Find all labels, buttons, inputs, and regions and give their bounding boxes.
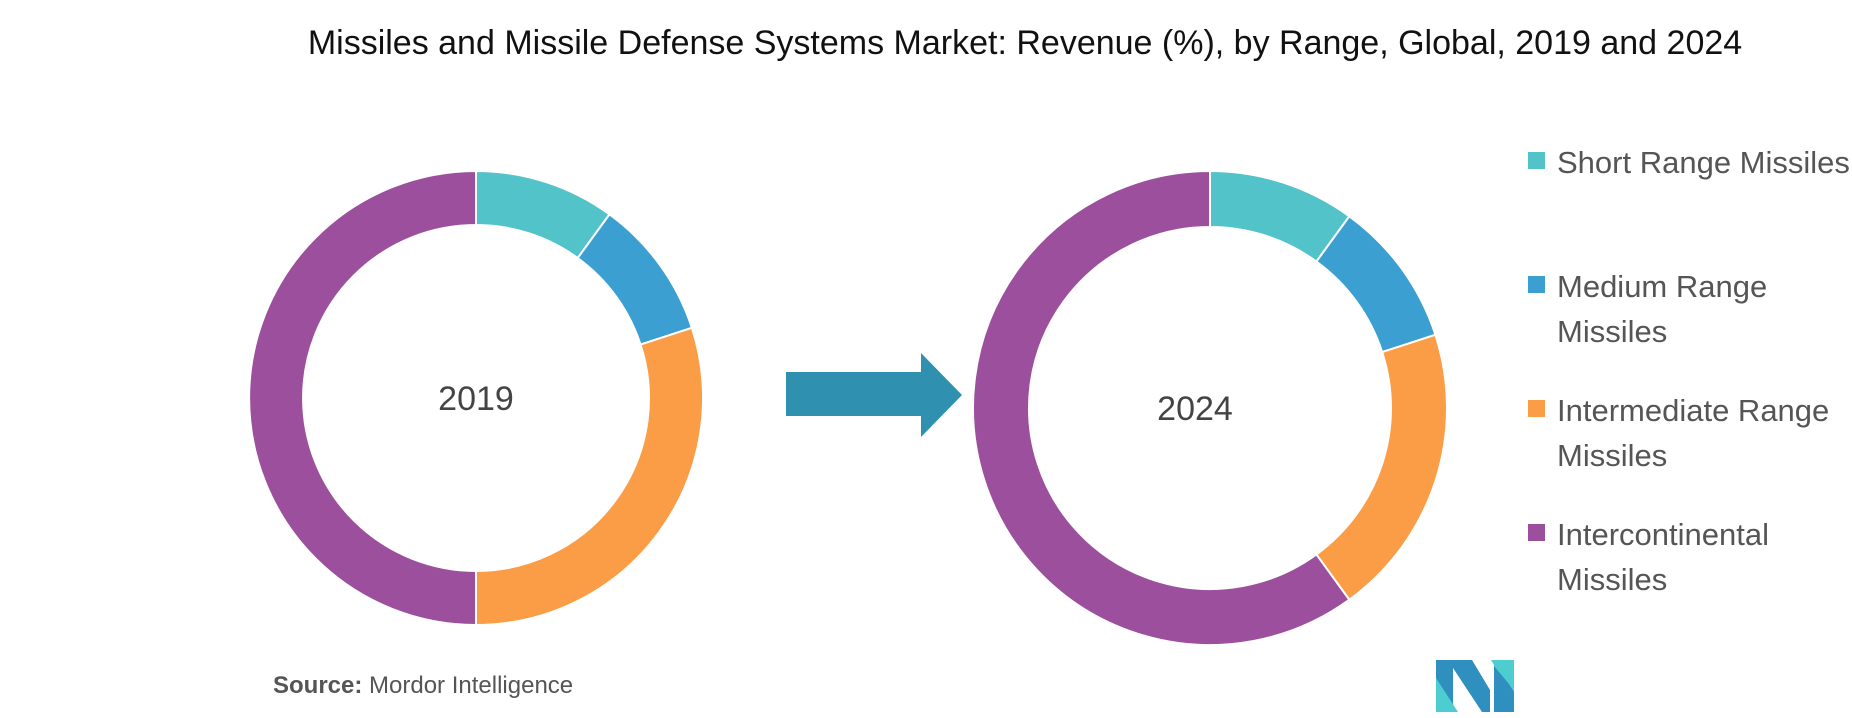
- donut-slice-2019-intercontinental-missiles: [248, 169, 477, 627]
- donut-slice-2019-intermediate-range-missiles: [475, 326, 704, 627]
- legend-label: Medium Range Missiles: [1557, 269, 1768, 349]
- legend-swatch: [1528, 276, 1545, 293]
- donut-slice-2024-intermediate-range-missiles: [1314, 333, 1449, 602]
- legend-label: Intermediate Range Missiles: [1557, 393, 1830, 473]
- source-text: Mordor Intelligence: [369, 672, 574, 699]
- legend-label: Intercontinental Missiles: [1557, 517, 1769, 597]
- legend-swatch: [1528, 152, 1545, 169]
- legend-swatch: [1528, 400, 1545, 417]
- donut-slice-2024-medium-range-missiles: [1314, 214, 1437, 354]
- donut-slice-2019-medium-range-missiles: [576, 212, 694, 346]
- center-label-2019: 2019: [438, 380, 514, 418]
- donut-slice-2024-intercontinental-missiles: [972, 169, 1351, 646]
- donut-2024: [972, 169, 1449, 646]
- source-note: Source: Mordor Intelligence: [273, 672, 573, 700]
- arrow-right-icon: [786, 353, 962, 437]
- mordor-logo-icon: [1436, 660, 1514, 712]
- legend-swatch: [1528, 524, 1545, 541]
- legend-label: Short Range Missiles: [1557, 145, 1850, 180]
- donut-2019: [248, 169, 704, 627]
- source-label: Source:: [273, 672, 363, 699]
- chart-title: Missiles and Missile Defense Systems Mar…: [307, 24, 1743, 62]
- center-label-2024: 2024: [1157, 390, 1233, 428]
